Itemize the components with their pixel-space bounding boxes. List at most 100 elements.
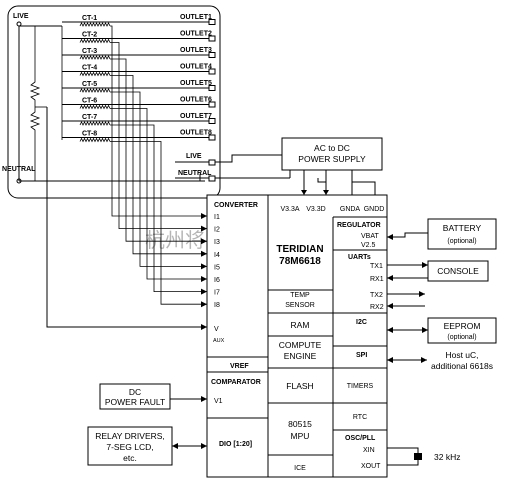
ct-coil xyxy=(79,38,111,44)
v25-label: V2.5 xyxy=(361,242,376,249)
i2c-arrow-right xyxy=(422,327,428,333)
relay-line1: RELAY DRIVERS, xyxy=(95,431,165,441)
ct-secondary-lead xyxy=(110,141,207,305)
input-arrow xyxy=(201,250,207,257)
ct-label: CT-6 xyxy=(82,98,97,105)
ct-coil xyxy=(79,104,111,110)
voltage-divider-resistors xyxy=(29,26,41,181)
ct-secondary-lead xyxy=(110,91,207,267)
outlet-label: OUTLET4 xyxy=(180,64,212,71)
vbat-arrow xyxy=(387,234,393,240)
eeprom-line1: EEPROM xyxy=(444,321,481,331)
ice-label: ICE xyxy=(294,465,306,472)
rx1-label: RX1 xyxy=(370,276,384,283)
host-line1: Host uC, xyxy=(445,350,478,360)
tx1-label: TX1 xyxy=(370,263,383,270)
gnd-tie xyxy=(352,181,376,195)
v1-label: V1 xyxy=(214,398,223,405)
vaux-arrow xyxy=(201,324,207,330)
ct-secondary-lead xyxy=(110,124,207,293)
outlet-label: OUTLET6 xyxy=(180,97,212,104)
chip-input-label: I1 xyxy=(214,214,220,221)
ct-label: CT-5 xyxy=(82,81,97,88)
pin-v33a: V3.3A xyxy=(280,206,299,213)
power-supply-line1: AC to DC xyxy=(314,143,350,153)
outlet-label: OUTLET1 xyxy=(180,14,212,21)
uarts-label: UARTs xyxy=(348,254,371,261)
chip-input-label: I7 xyxy=(214,290,220,297)
vaux-label: V xyxy=(214,326,219,333)
ct-coil xyxy=(79,55,111,60)
input-arrow xyxy=(201,225,207,232)
ct-secondary-lead xyxy=(110,108,207,280)
input-arrow xyxy=(201,276,207,282)
chip-name-line2: 78M6618 xyxy=(279,256,321,267)
input-arrow xyxy=(201,238,207,245)
ct-label: CT-8 xyxy=(82,131,97,138)
osc-label: OSC/PLL xyxy=(345,435,376,442)
outlet-label: OUTLET3 xyxy=(180,47,212,54)
ct-secondary-lead xyxy=(110,42,207,230)
converter-label: CONVERTER xyxy=(214,202,258,209)
vaux-subscript: AUX xyxy=(213,338,225,344)
panel-neutral-label: NEUTRAL xyxy=(178,170,212,177)
relay-drivers-box xyxy=(87,426,173,466)
input-arrow xyxy=(201,301,207,308)
ct-coil xyxy=(79,137,111,143)
live-label: LIVE xyxy=(13,13,29,20)
rx2-arrow xyxy=(387,303,393,309)
spi-arrow-right xyxy=(421,357,427,363)
battery-line1: BATTERY xyxy=(443,223,482,233)
ct-coil xyxy=(79,71,111,77)
i2c-arrow-left xyxy=(387,327,393,333)
flash-label: FLASH xyxy=(286,381,313,391)
i2c-label: I2C xyxy=(356,319,367,326)
mpu-line2: MPU xyxy=(291,431,310,441)
pin-gndd: GNDD xyxy=(364,206,385,213)
compute-line2: ENGINE xyxy=(284,351,317,361)
ct-label: CT-4 xyxy=(82,65,97,72)
ct-coil xyxy=(79,22,111,27)
psu-live-wire xyxy=(215,154,282,163)
vaux-wire xyxy=(46,107,207,328)
battery-box xyxy=(427,218,497,250)
compute-line1: COMPUTE xyxy=(279,340,322,350)
v33-tie xyxy=(317,178,326,183)
ram-label: RAM xyxy=(291,320,310,330)
input-arrow xyxy=(201,213,207,219)
pin-v33d: V3.3D xyxy=(306,206,325,213)
ct-label: CT-2 xyxy=(82,32,97,39)
vbat-wire xyxy=(387,232,428,238)
outlet-label: OUTLET7 xyxy=(180,113,212,120)
panel-live-terminal xyxy=(208,159,216,166)
crystal-label: 32 kHz xyxy=(434,452,460,462)
outlet-label: OUTLET2 xyxy=(180,31,212,38)
ct-label: CT-7 xyxy=(82,114,97,121)
host-line2: additional 6618s xyxy=(431,361,493,371)
chip-input-label: I6 xyxy=(214,277,220,284)
rx2-label: RX2 xyxy=(370,304,384,311)
spi-arrow-left xyxy=(387,357,393,363)
tx1-arrow xyxy=(422,262,428,268)
ct-secondary-lead xyxy=(110,75,207,255)
vref-label: VREF xyxy=(230,363,249,370)
crystal-symbol xyxy=(414,453,422,460)
outlet-label: OUTLET5 xyxy=(180,80,212,87)
input-arrow xyxy=(201,263,207,270)
spi-label: SPI xyxy=(356,352,367,359)
ct-secondary-lead xyxy=(110,58,207,242)
ct-label: CT-1 xyxy=(82,15,97,22)
rtc-label: RTC xyxy=(353,414,367,421)
input-arrow xyxy=(201,288,207,295)
console-label: CONSOLE xyxy=(437,266,479,276)
panel-live-label: LIVE xyxy=(186,153,202,160)
arrow-v33a xyxy=(301,190,307,195)
pin-gnda: GNDA xyxy=(340,206,361,213)
timers-label: TIMERS xyxy=(347,383,374,390)
temp-line2: SENSOR xyxy=(285,302,315,309)
vbat-label: VBAT xyxy=(361,233,379,240)
chip-input-label: I5 xyxy=(214,264,220,271)
